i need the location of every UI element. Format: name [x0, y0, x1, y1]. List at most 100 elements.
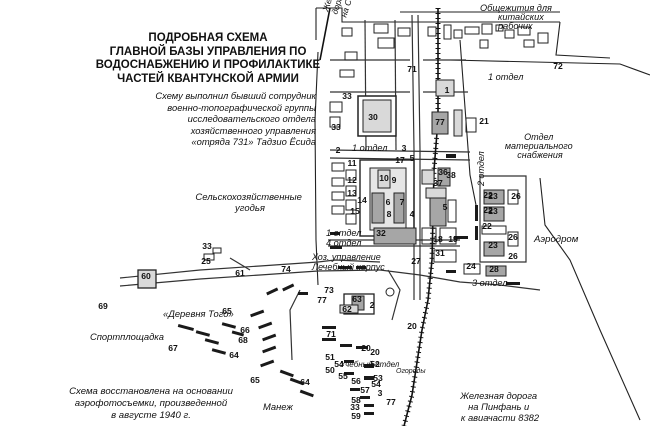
label-dept1-top: 1 отдел [488, 72, 523, 82]
building-number: 6 [386, 197, 391, 207]
label-dept4: 4 отдел [326, 238, 361, 248]
building-number: 21 [479, 116, 489, 126]
building-number: 69 [98, 301, 108, 311]
building-number: 62 [342, 304, 352, 314]
map-labels: Железная дорога на Сипхан Общежития для … [90, 0, 579, 423]
building-number: 23 [488, 206, 498, 216]
label-railway-top: Железная дорога на Сипхан [320, 0, 361, 19]
building-number: 30 [368, 112, 378, 122]
building-number: 20 [361, 343, 371, 353]
title-line: ГЛАВНОЙ БАЗЫ УПРАВЛЕНИЯ ПО [109, 45, 307, 58]
building-number: 32 [376, 228, 386, 238]
building-number: 4 [410, 209, 415, 219]
building-number: 71 [326, 329, 336, 339]
building-number: 72 [553, 61, 563, 71]
building-number: 25 [201, 256, 211, 266]
building-number: 23 [488, 191, 498, 201]
building-number: 71 [407, 64, 417, 74]
note-line: в августе 1940 г. [111, 410, 191, 421]
building-number: 65 [250, 375, 260, 385]
building-number: 36 [438, 167, 448, 177]
building-number: 53 [373, 373, 383, 383]
building-number: 1 [445, 85, 450, 95]
label-training: Учебный отдел [339, 360, 400, 369]
label-hospital: Лечебный корпус [311, 262, 385, 272]
building-number: 20 [370, 347, 380, 357]
building-number: 31 [435, 248, 445, 258]
label-dept2: 2 отдел [476, 151, 486, 187]
building-number: 26 [508, 232, 518, 242]
building-number: 54 [371, 379, 381, 389]
label-dept1-mid: 1 отдел [352, 143, 387, 153]
building-number: 13 [347, 188, 357, 198]
label-dorm: Общежития для китайских рабочих [480, 3, 555, 31]
building-number: 7 [400, 197, 405, 207]
label-dept1-low: 1 отдел [326, 228, 361, 238]
building-number: 33 [331, 122, 341, 132]
building-number: 37 [433, 178, 443, 188]
building-number: 68 [238, 335, 248, 345]
building-number: 17 [395, 155, 405, 165]
building-number: 2 [336, 145, 341, 155]
building-number: 33 [202, 241, 212, 251]
building-number: 74 [281, 264, 291, 274]
building-number: 5 [410, 153, 415, 163]
building-number: 67 [168, 343, 178, 353]
label-admin: Хоз. управление [311, 252, 381, 262]
label-manege: Манеж [263, 401, 293, 412]
building-number: 56 [351, 376, 361, 386]
label-sports: Спортплощадка [90, 331, 164, 342]
building-number: 54 [334, 359, 344, 369]
building-number: 77 [386, 397, 396, 407]
building-number: 23 [488, 240, 498, 250]
building-number: 38 [446, 170, 456, 180]
map-subtitle: Схему выполнил бывший сотрудник военно-т… [70, 90, 316, 148]
building-number: 65 [222, 306, 232, 316]
building-number: 63 [352, 294, 362, 304]
bottom-note: Схема восстановлена на основании аэрофот… [52, 386, 250, 422]
label-dept3: 3 отдел [472, 278, 507, 288]
building-number: 12 [347, 175, 357, 185]
subtitle-line: Схему выполнил бывший сотрудник [155, 90, 316, 101]
label-togo: «Деревня Того» [163, 308, 234, 319]
building-number: 73 [324, 285, 334, 295]
building-number: 77 [317, 295, 327, 305]
building-number: 24 [466, 261, 476, 271]
barracks [177, 154, 520, 415]
building-number: 61 [235, 268, 245, 278]
building-number: 51 [325, 352, 335, 362]
building-number: 11 [347, 158, 356, 168]
building-number: 20 [407, 321, 417, 331]
building-number: 14 [357, 195, 367, 205]
building-number: 33 [350, 402, 360, 412]
building-number: 64 [229, 350, 239, 360]
roads [119, 14, 541, 361]
building-number: 52 [370, 359, 380, 369]
building-number: 26 [511, 191, 521, 201]
label-farmland: Сельскохозяйственные угодья [195, 192, 304, 214]
subtitle-line: исследовательского отдела [187, 113, 316, 124]
subtitle-line: хозяйственного управления [190, 124, 316, 136]
building-number: 60 [141, 271, 151, 281]
subtitle-line: «отряда 731» Тадзио Ёсида [191, 136, 316, 147]
building-number: 22 [483, 205, 493, 215]
note-line: аэрофотосъемки, произведенной [74, 398, 228, 409]
map-title: ПОДРОБНАЯ СХЕМА ГЛАВНОЙ БАЗЫ УПРАВЛЕНИЯ … [80, 32, 336, 86]
building-number: 18 [433, 234, 443, 244]
building-number: 26 [508, 251, 518, 261]
building-number: 59 [351, 411, 361, 421]
building-number: 66 [240, 325, 250, 335]
label-airfield: Аэродром [533, 234, 579, 245]
building-number: 57 [360, 385, 370, 395]
building-number: 28 [489, 264, 499, 274]
building-number: 55 [338, 371, 348, 381]
building-number: 64 [300, 377, 310, 387]
boundary [314, 7, 650, 421]
building-number: 77 [435, 117, 445, 127]
label-supply: Отдел материального снабжения [505, 132, 575, 160]
buildings [137, 23, 549, 315]
title-line: ПОДРОБНАЯ СХЕМА [148, 32, 268, 44]
building-number: 2 [370, 300, 375, 310]
